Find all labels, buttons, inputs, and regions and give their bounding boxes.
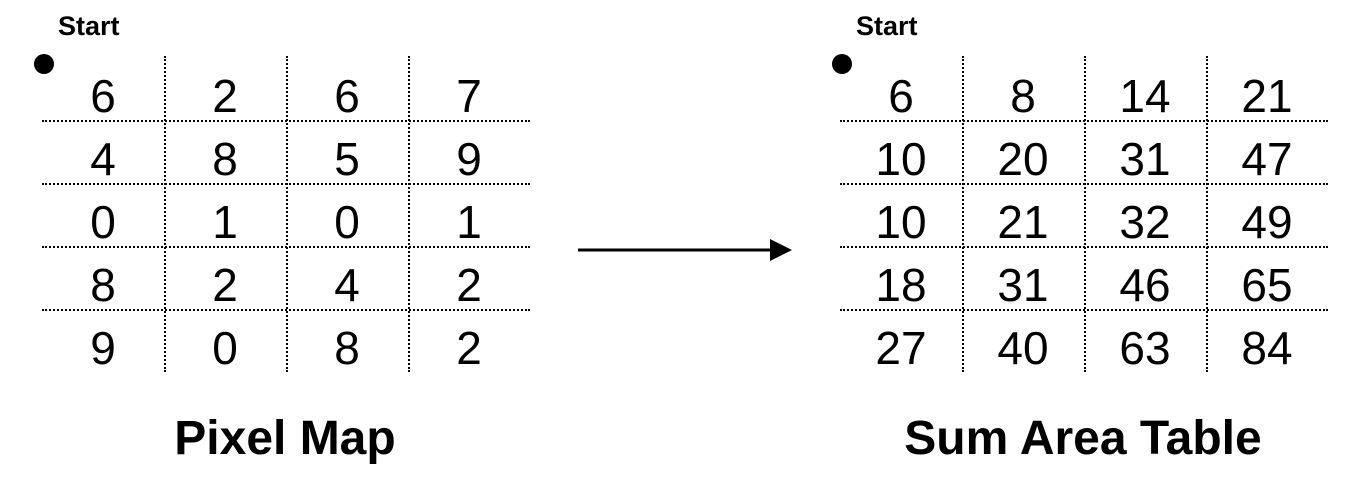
column-divider <box>1084 56 1086 372</box>
grid-cell: 6 <box>334 70 360 122</box>
grid-cell: 6 <box>888 70 914 122</box>
grid-cell: 5 <box>334 133 360 185</box>
grid-cell: 4 <box>90 133 116 185</box>
sum-area-table-panel: Start 6 8 14 21 10 20 31 47 10 21 32 49 18 31 46 65 27 40… <box>832 0 1352 502</box>
sum-area-table-grid: 6 8 14 21 10 20 31 47 10 21 32 49 18 31 46 65 27 40 63 84 <box>840 56 1328 374</box>
grid-cell: 8 <box>212 133 238 185</box>
grid-cell: 47 <box>1241 133 1293 185</box>
row-divider <box>42 246 530 248</box>
grid-cell: 31 <box>1119 133 1171 185</box>
pixel-map-grid: 6 2 6 7 4 8 5 9 0 1 0 1 8 2 4 2 9 0 8 2 <box>42 56 530 374</box>
grid-cell: 6 <box>90 70 116 122</box>
grid-cell: 7 <box>456 70 482 122</box>
grid-cell: 14 <box>1119 70 1171 122</box>
grid-cell: 9 <box>90 322 116 374</box>
grid-cell: 10 <box>875 196 927 248</box>
grid-cell: 2 <box>212 259 238 311</box>
grid-cell: 63 <box>1119 322 1171 374</box>
grid-cell: 2 <box>456 322 482 374</box>
grid-cell: 65 <box>1241 259 1293 311</box>
grid-cell: 2 <box>212 70 238 122</box>
grid-cell: 84 <box>1241 322 1293 374</box>
row-divider <box>840 309 1328 311</box>
grid-cell: 8 <box>334 322 360 374</box>
start-dot-icon <box>832 54 852 74</box>
row-divider <box>42 120 530 122</box>
grid-cell: 31 <box>997 259 1049 311</box>
row-divider <box>840 246 1328 248</box>
row-divider <box>42 183 530 185</box>
pixel-map-panel: Start 6 2 6 7 4 8 5 9 0 1 0 1 8 2 4 2 9 0 8 2 Pixel Map <box>34 0 560 502</box>
grid-cell: 20 <box>997 133 1049 185</box>
column-divider <box>408 56 410 372</box>
start-label: Start <box>856 11 918 41</box>
sum-area-table-title: Sum Area Table <box>904 412 1262 465</box>
column-divider <box>164 56 166 372</box>
column-divider <box>962 56 964 372</box>
grid-cell: 8 <box>90 259 116 311</box>
grid-cell: 49 <box>1241 196 1293 248</box>
grid-cell: 0 <box>90 196 116 248</box>
grid-cell: 46 <box>1119 259 1171 311</box>
grid-cell: 18 <box>875 259 927 311</box>
grid-cell: 40 <box>997 322 1049 374</box>
start-label: Start <box>58 11 120 41</box>
grid-cell: 4 <box>334 259 360 311</box>
row-divider <box>42 309 530 311</box>
grid-cell: 1 <box>456 196 482 248</box>
grid-cell: 9 <box>456 133 482 185</box>
pixel-map-title: Pixel Map <box>174 412 396 465</box>
grid-cell: 21 <box>1241 70 1293 122</box>
grid-cell: 8 <box>1010 70 1036 122</box>
row-divider <box>840 120 1328 122</box>
grid-cell: 27 <box>875 322 927 374</box>
grid-cell: 1 <box>212 196 238 248</box>
right-arrow-icon <box>578 239 792 261</box>
grid-cell: 0 <box>334 196 360 248</box>
grid-cell: 2 <box>456 259 482 311</box>
column-divider <box>1206 56 1208 372</box>
grid-cell: 21 <box>997 196 1049 248</box>
grid-cell: 0 <box>212 322 238 374</box>
grid-cell: 10 <box>875 133 927 185</box>
grid-cell: 32 <box>1119 196 1171 248</box>
row-divider <box>840 183 1328 185</box>
column-divider <box>286 56 288 372</box>
start-dot-icon <box>34 54 54 74</box>
